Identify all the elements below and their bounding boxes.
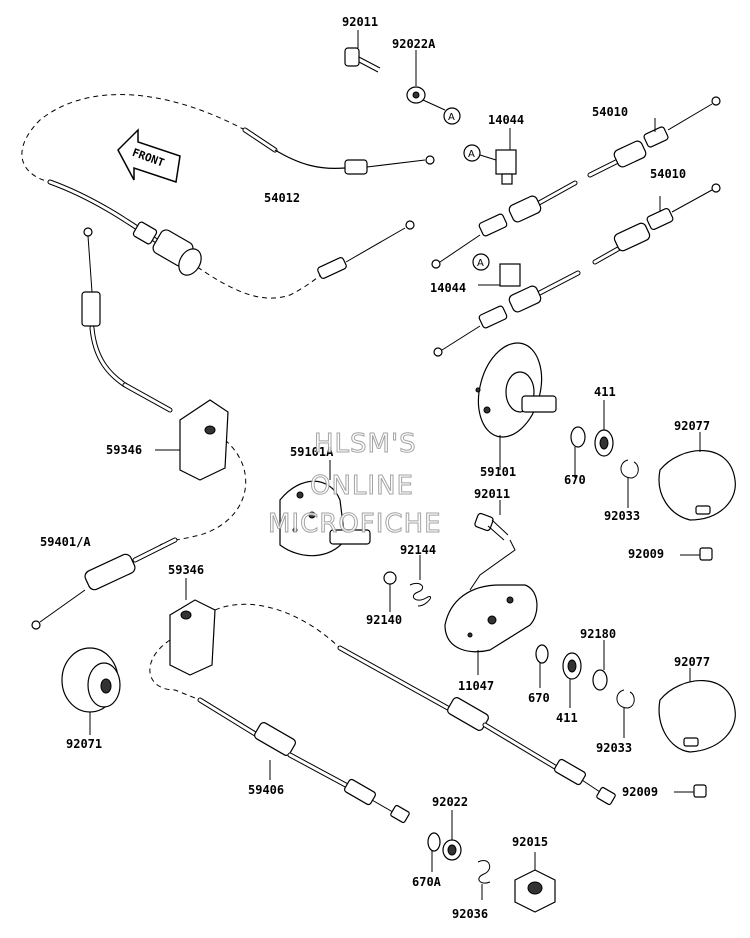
label-670-top: 670: [564, 473, 586, 487]
screw-92009-bot: [674, 784, 707, 798]
label-92011-top: 92011: [342, 15, 378, 29]
watermark-line-1: HLSM'S: [314, 429, 417, 459]
label-92022A: 92022A: [392, 37, 436, 51]
oring-670-mid: [535, 644, 549, 688]
label-54010-mid: 54010: [650, 167, 686, 181]
watermark-line-2: ONLINE: [310, 471, 414, 501]
label-92144: 92144: [400, 543, 436, 557]
bolt-92011-top: [344, 30, 381, 73]
label-54010-top: 54010: [592, 105, 628, 119]
spring-92144: [409, 555, 431, 607]
cable-54012: [21, 94, 435, 299]
cable-54010-lower: [433, 270, 581, 357]
label-92033-bot: 92033: [596, 741, 632, 755]
label-92036: 92036: [452, 907, 488, 921]
cable-54010-mid-right: [592, 183, 721, 265]
label-54012: 54012: [264, 191, 300, 205]
bolt-92011-mid: [469, 500, 516, 591]
label-92009-bot: 92009: [622, 785, 658, 799]
front-arrow: FRONT: [117, 128, 181, 183]
label-92071: 92071: [66, 737, 102, 751]
label-92033-top: 92033: [604, 509, 640, 523]
oring-670A: [427, 832, 441, 872]
screw-92009-top: [680, 547, 713, 561]
label-92180: 92180: [580, 627, 616, 641]
bracket-14044-mid: [472, 253, 521, 287]
label-59401A: 59401/A: [40, 535, 91, 549]
label-92009-top: 92009: [628, 547, 664, 561]
nut-92015: [514, 852, 556, 913]
label-92022: 92022: [432, 795, 468, 809]
label-411-top: 411: [594, 385, 616, 399]
callout-a-1: A: [448, 112, 455, 123]
washer-92180: [592, 640, 608, 691]
label-92015: 92015: [512, 835, 548, 849]
label-14044-mid: 14044: [430, 281, 466, 295]
label-92077-top: 92077: [674, 419, 710, 433]
label-92077-bot: 92077: [674, 655, 710, 669]
washer-92022: [442, 810, 462, 861]
cable-59401A: [31, 227, 247, 630]
ball-92140: [383, 571, 397, 612]
callout-letters: A A A: [448, 112, 484, 269]
callout-a-3: A: [477, 258, 484, 269]
label-670A: 670A: [412, 875, 442, 889]
bracket-14044-top: [463, 128, 517, 185]
label-92140: 92140: [366, 613, 402, 627]
watermark-line-3: MICROFICHE: [268, 509, 442, 539]
label-59101A: 59101A: [290, 445, 334, 459]
cable-54010-mid-left: [431, 180, 578, 269]
washer-411-top: [594, 400, 614, 457]
part-labels: 92011 92022A 14044 54010 54010 54012 140…: [40, 15, 710, 921]
label-59101: 59101: [480, 465, 516, 479]
eclip-92033-bot: [616, 689, 635, 738]
label-59346-mid: 59346: [168, 563, 204, 577]
label-670-mid: 670: [528, 691, 550, 705]
oring-670-top: [570, 426, 586, 478]
cable-adjuster: [132, 221, 202, 276]
watermark: HLSM'S ONLINE MICROFICHE: [268, 429, 442, 540]
callout-a-2: A: [468, 149, 475, 160]
collar-92071: [61, 647, 121, 735]
label-11047: 11047: [458, 679, 494, 693]
grommet-59346-upper: [155, 399, 229, 481]
lever-59101A: [279, 460, 371, 557]
knob-92077-bot: [658, 668, 736, 753]
label-14044-top: 14044: [488, 113, 524, 127]
bracket-11047: [444, 584, 538, 675]
washer-411-mid: [562, 652, 582, 708]
grommet-59346-lower: [169, 578, 216, 676]
washer-92022A: [406, 50, 461, 125]
eclip-92033-top: [620, 459, 639, 508]
label-59406: 59406: [248, 783, 284, 797]
clip-92036: [477, 860, 491, 900]
knob-92077-top: [658, 432, 736, 521]
cable-54010-upper: [587, 96, 721, 178]
label-92011-mid: 92011: [474, 487, 510, 501]
label-59346-top: 59346: [106, 443, 142, 457]
label-411-mid: 411: [556, 711, 578, 725]
cable-59406: [149, 603, 616, 824]
lever-59101: [475, 342, 557, 470]
